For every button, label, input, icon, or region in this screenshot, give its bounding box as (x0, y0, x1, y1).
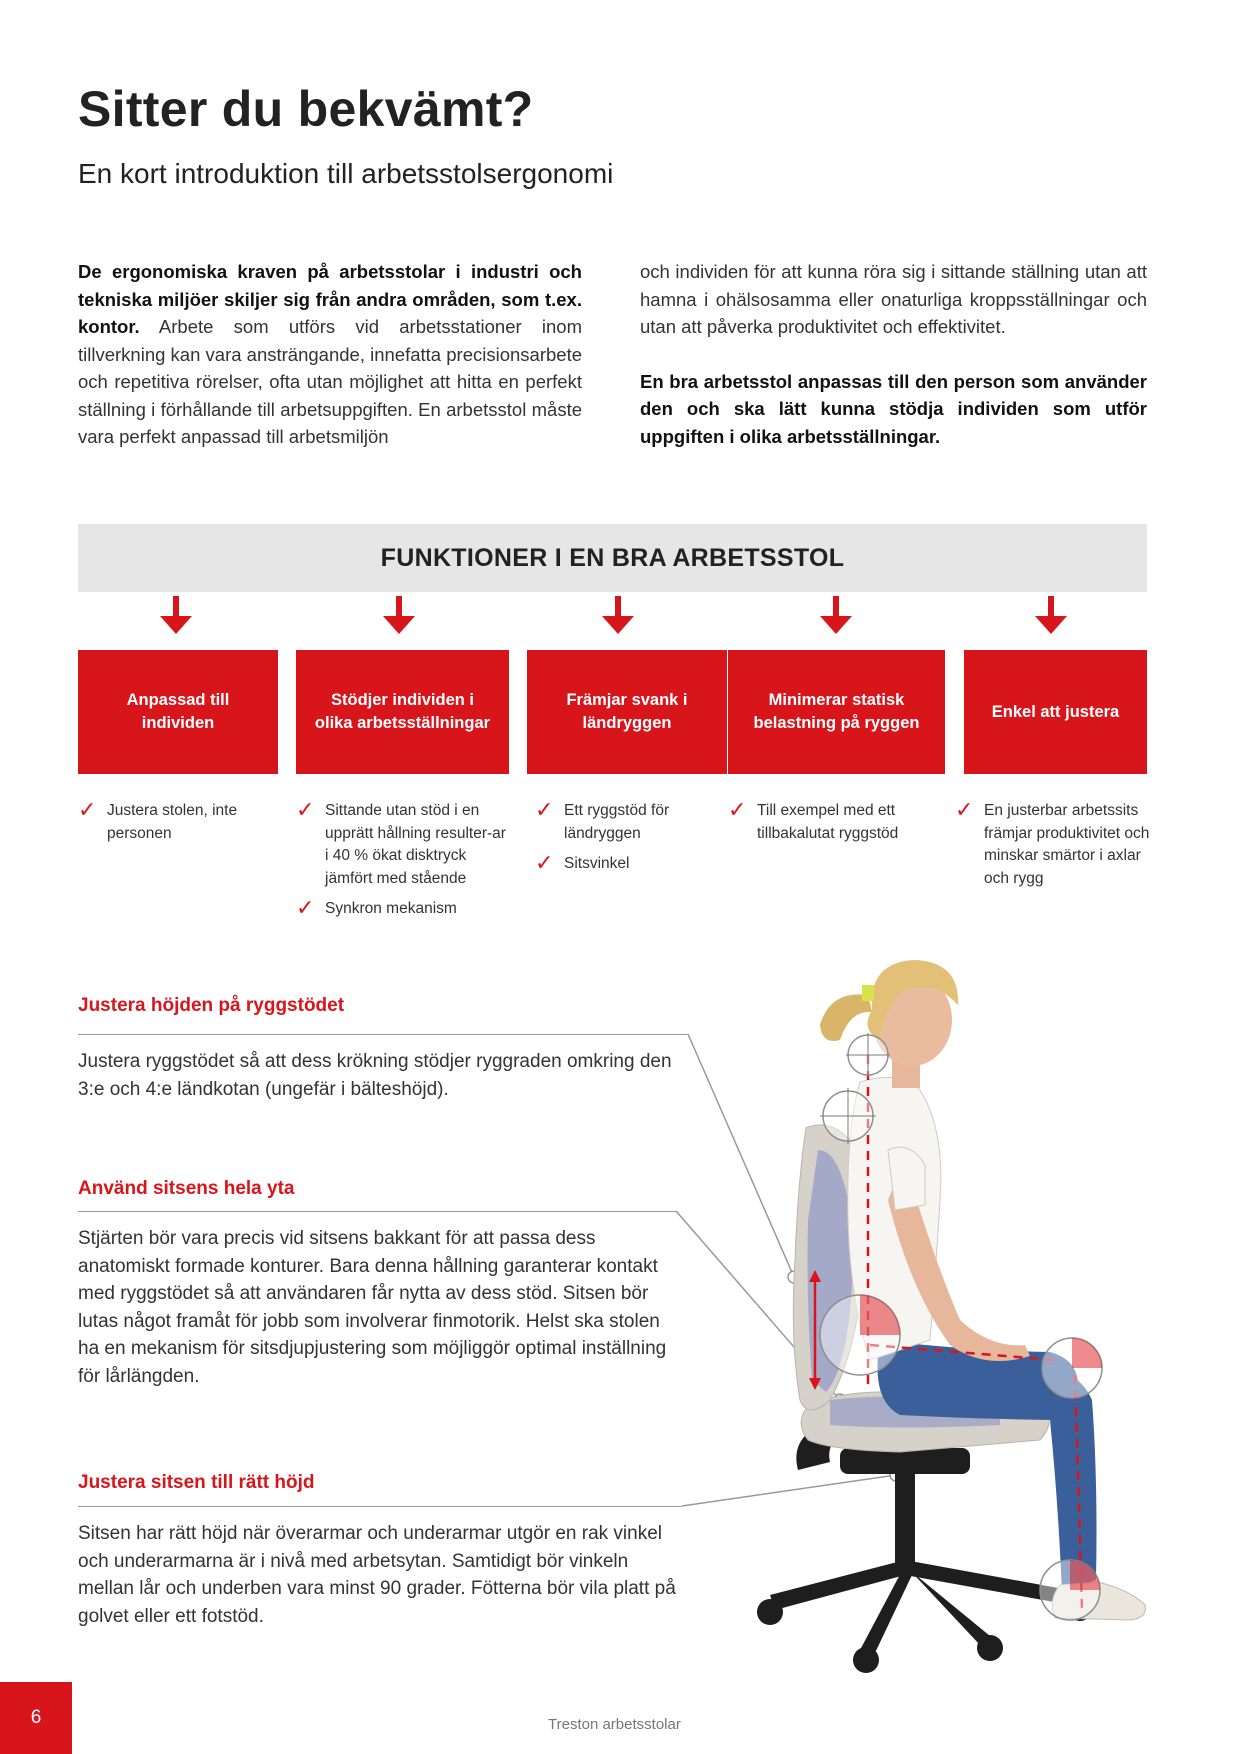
checkmark-icon: ✓ (535, 797, 554, 822)
section-title-backrest: Justera höjden på ryggstödet (78, 995, 345, 1016)
checklist-item: ✓Sittande utan stöd i en upprätt hållnin… (296, 797, 506, 887)
section-text-seat-surface: Stjärten bör vara precis vid sitsens bak… (78, 1228, 667, 1387)
intro-right-paragraph: och individen för att kunna röra sig i s… (640, 261, 1147, 337)
intro-left-text: Arbete som utförs vid arbetsstationer in… (78, 316, 582, 447)
checklist-item: ✓Synkron mekanism (296, 895, 457, 920)
checklist-item: ✓Till exempel med ett tillbakalutat rygg… (728, 797, 899, 842)
intro-right-column: och individen för att kunna röra sig i s… (640, 258, 1147, 477)
function-box-adapted: Anpassad till individen (78, 650, 278, 774)
arrow-down-icon (820, 596, 852, 634)
page-subtitle: En kort introduktion till arbetsstolserg… (78, 158, 614, 189)
function-box-static-load: Minimerar statisk belastning på ryggen (728, 650, 945, 774)
checklist-item: ✓En justerbar arbetssits främjar produkt… (955, 797, 1150, 887)
check-column-3: ✓Ett ryggstöd för ländryggen ✓Sitsvinkel (535, 797, 730, 884)
checklist-item: ✓Ett ryggstöd för ländryggen (535, 797, 670, 842)
arrow-down-icon (160, 596, 192, 634)
intro-right-conclusion: En bra arbetsstol anpassas till den pers… (640, 370, 1147, 447)
function-box-easy-adjust: Enkel att justera (964, 650, 1147, 774)
divider (78, 1506, 682, 1507)
checkmark-icon: ✓ (78, 797, 97, 822)
page-title: Sitter du bekvämt? (78, 81, 534, 137)
checklist-item: ✓Sitsvinkel (535, 850, 630, 875)
section-text-seat-height: Sitsen har rätt höjd när överarmar och u… (78, 1523, 676, 1627)
arrow-down-icon (383, 596, 415, 634)
checkmark-icon: ✓ (535, 850, 554, 875)
footer-brand: Treston arbetsstolar (548, 1716, 681, 1733)
check-column-2: ✓Sittande utan stöd i en upprätt hållnin… (296, 797, 509, 929)
checkmark-icon: ✓ (296, 895, 315, 920)
check-column-1: ✓Justera stolen, inte personen (78, 797, 278, 853)
intro-lead: De ergonomiska kraven på arbetsstolar i … (78, 261, 582, 337)
function-box-lumbar: Främjar svank i ländryggen (527, 650, 727, 774)
arrow-down-icon (1035, 596, 1067, 634)
checklist-item: ✓Justera stolen, inte personen (78, 797, 238, 842)
function-box-supports: Stödjer individen i olika arbetsställnin… (296, 650, 509, 774)
divider (78, 1034, 688, 1035)
divider (78, 1211, 676, 1212)
page-number: 6 (0, 1682, 72, 1754)
arrow-down-icon (602, 596, 634, 634)
checkmark-icon: ✓ (296, 797, 315, 822)
section-text-backrest: Justera ryggstödet så att dess krökning … (78, 1051, 672, 1100)
section-title-seat-surface: Använd sitsens hela yta (78, 1178, 295, 1199)
checkmark-icon: ✓ (728, 797, 747, 822)
functions-heading: FUNKTIONER I EN BRA ARBETSSTOL (78, 524, 1147, 592)
section-title-seat-height: Justera sitsen till rätt höjd (78, 1472, 315, 1493)
checkmark-icon: ✓ (955, 797, 974, 822)
intro-left-column: De ergonomiska kraven på arbetsstolar i … (78, 258, 582, 451)
check-column-4: ✓Till exempel med ett tillbakalutat rygg… (728, 797, 945, 853)
check-column-5: ✓En justerbar arbetssits främjar produkt… (955, 797, 1150, 898)
